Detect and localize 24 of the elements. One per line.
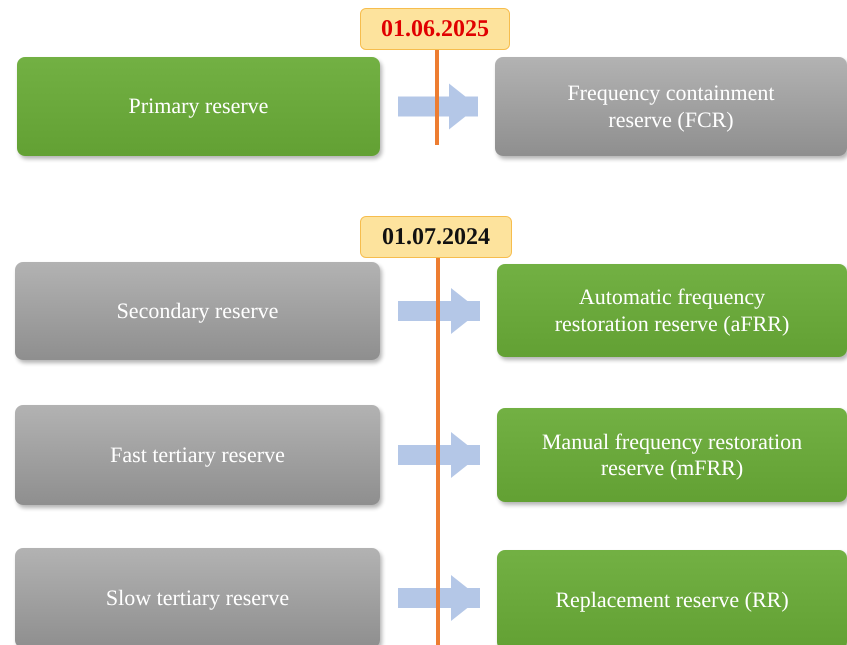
block-arrow xyxy=(398,575,480,621)
node-label: Secondary reserve xyxy=(116,298,278,324)
node-label: Frequency containment reserve (FCR) xyxy=(566,80,776,133)
reserve-box xyxy=(497,550,847,645)
reserve-box xyxy=(17,57,380,156)
node-label: Primary reserve xyxy=(128,93,268,120)
node-label: Replacement reserve (RR) xyxy=(555,586,789,614)
node-label: Automatic frequency restoration reserve (aFRR) xyxy=(554,284,790,337)
date-label: 01.07.2024 xyxy=(382,224,490,250)
date-tag xyxy=(360,216,512,258)
block-arrow xyxy=(398,288,480,334)
block-arrow xyxy=(398,432,480,478)
date-tag xyxy=(360,8,510,50)
node-label: Slow tertiary reserve xyxy=(106,584,290,612)
reserve-box xyxy=(497,408,847,502)
reserve-box xyxy=(495,57,847,156)
reserve-box xyxy=(15,548,380,645)
reserve-box xyxy=(15,405,380,505)
block-arrow xyxy=(398,84,478,130)
node-label: Manual frequency restoration reserve (mFRR) xyxy=(540,428,804,482)
reserve-box xyxy=(497,264,847,357)
node-label: Fast tertiary reserve xyxy=(110,442,285,468)
reserve-box xyxy=(15,262,380,360)
date-label: 01.06.2025 xyxy=(381,16,489,42)
